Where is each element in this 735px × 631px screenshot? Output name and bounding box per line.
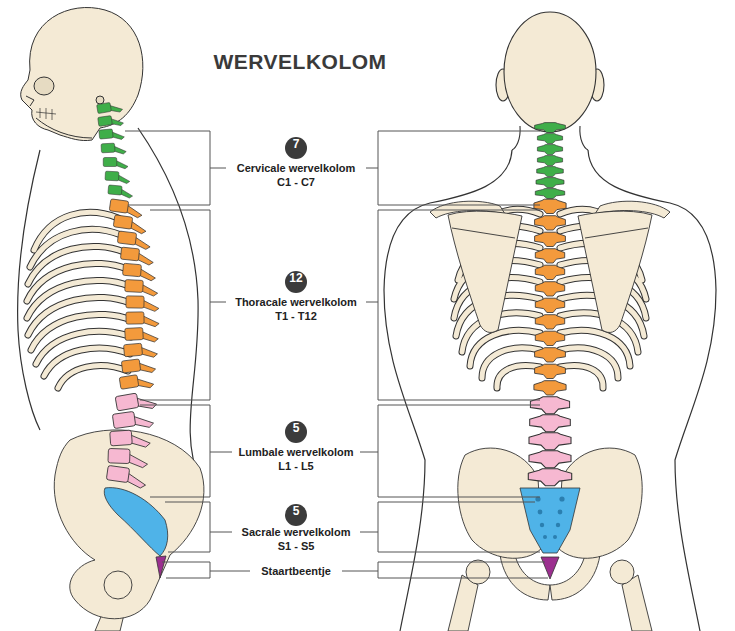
callout-number: 5 [285, 421, 307, 443]
badge-circle-shape [285, 504, 307, 526]
side-cervical-vertebrae [97, 100, 134, 198]
region-label: Lumbale wervelkolom [239, 446, 354, 458]
back-lumbar-vertebrae [528, 397, 571, 486]
region-label: S1 - S5 [278, 540, 315, 552]
badge-circle-shape [285, 137, 307, 159]
bracket-lines [125, 131, 548, 578]
back-head [496, 12, 604, 150]
side-sacrum [104, 488, 168, 556]
side-pelvis [54, 430, 204, 631]
badge-circle-shape [285, 421, 307, 443]
back-body-outline [384, 150, 716, 631]
region-label: Sacrale wervelkolom [242, 526, 351, 538]
back-sacrum [520, 488, 580, 553]
side-coccyx [156, 556, 166, 578]
count-badge: 5 [285, 504, 307, 526]
region-label: C1 - C7 [277, 176, 315, 188]
side-ribs [27, 212, 131, 388]
back-coccyx [541, 557, 559, 579]
side-body-outline [18, 128, 200, 480]
count-badge: 12 [285, 271, 307, 293]
side-thoracic-vertebrae [109, 199, 159, 392]
callout-number: 12 [285, 271, 307, 293]
region-label: Staartbeentje [261, 565, 331, 577]
back-cervical-vertebrae [535, 123, 566, 199]
callout-number: 7 [285, 137, 307, 159]
callout-number: 5 [285, 504, 307, 526]
count-badge: 7 [285, 137, 307, 159]
count-badge: 5 [285, 421, 307, 443]
region-label: Cervicale wervelkolom [237, 162, 356, 174]
region-label: Thoracale wervelkolom [235, 296, 357, 308]
back-scapulae [430, 201, 670, 332]
back-thoracic-vertebrae [534, 199, 566, 395]
region-label: T1 - T12 [275, 310, 317, 322]
back-pelvis [448, 448, 652, 631]
side-skull [21, 8, 143, 141]
diagram-title: WERVELKOLOM [213, 50, 386, 74]
badge-circle-shape [285, 271, 307, 293]
region-label: L1 - L5 [278, 460, 313, 472]
